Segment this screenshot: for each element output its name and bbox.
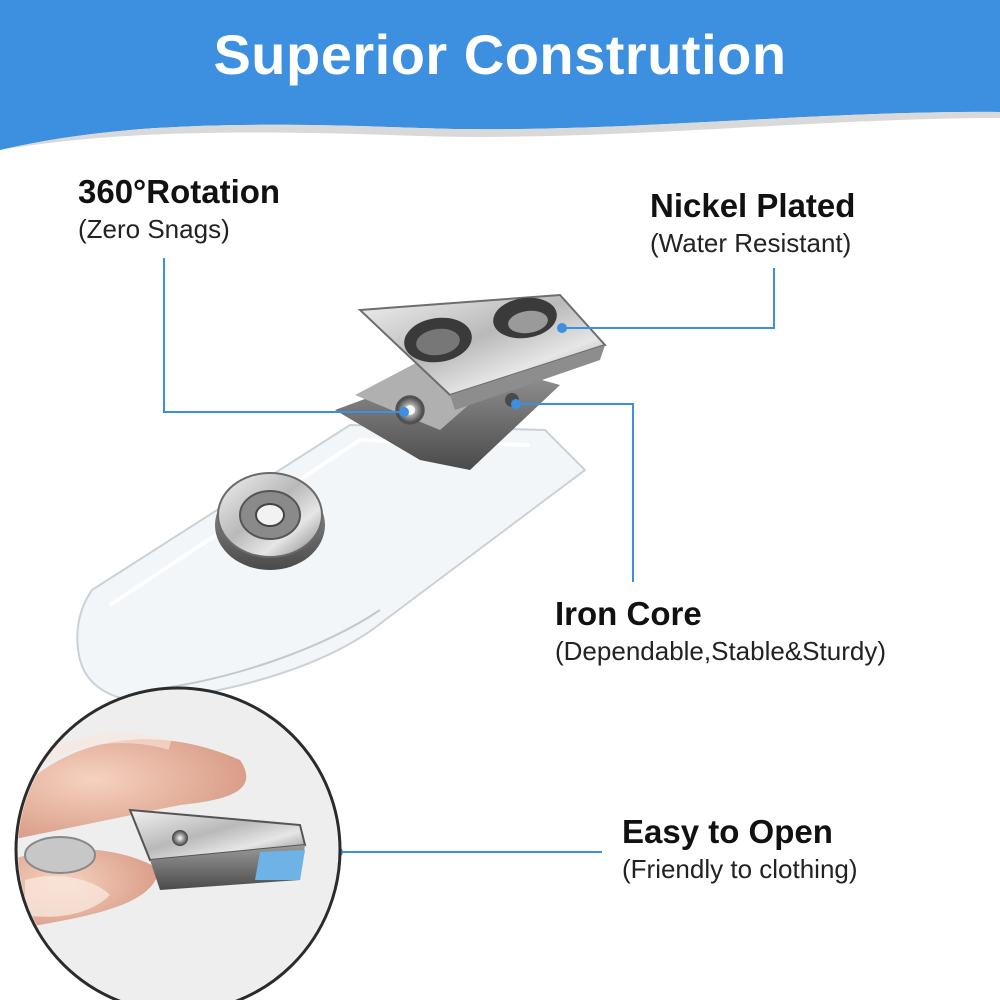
- banner-background: [0, 0, 1000, 150]
- easy-open-detail: [14, 686, 342, 1000]
- callout-iron-core: Iron Core (Dependable,Stable&Sturdy): [555, 594, 886, 668]
- snap-button: [215, 472, 325, 570]
- metal-clip: [335, 293, 607, 470]
- callout-subtitle: (Water Resistant): [650, 228, 852, 258]
- leader-lines: [163, 258, 775, 853]
- callout-nickel-plated: Nickel Plated (Water Resistant): [650, 186, 855, 260]
- callout-rotation: 360°Rotation (Zero Snags): [78, 172, 280, 246]
- callout-title: 360°Rotation: [78, 173, 281, 210]
- callout-subtitle: (Dependable,Stable&Sturdy): [555, 636, 886, 666]
- page-title: Superior Constrution: [213, 23, 787, 86]
- callout-title: Iron Core: [555, 595, 702, 632]
- callout-subtitle: (Zero Snags): [78, 214, 230, 244]
- clear-vinyl-strap: [76, 423, 587, 702]
- callout-title: Nickel Plated: [650, 187, 856, 224]
- header-banner: Superior Constrution: [0, 0, 1000, 150]
- callout-easy-to-open: Easy to Open (Friendly to clothing): [622, 812, 858, 886]
- callout-subtitle: (Friendly to clothing): [622, 854, 858, 884]
- callout-title: Easy to Open: [622, 813, 833, 850]
